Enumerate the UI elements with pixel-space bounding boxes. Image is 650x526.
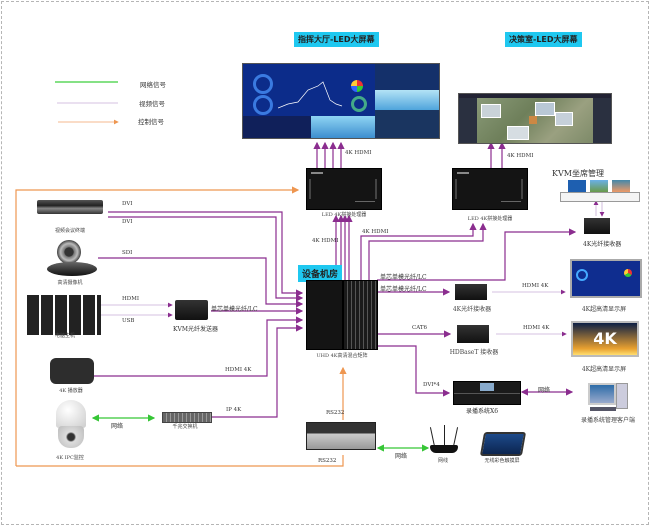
ipc-label: 4K IPC监控 — [56, 455, 84, 461]
dvi-line-1 — [108, 211, 304, 297]
recording-client-label: 录播系统管理客户端 — [580, 417, 635, 424]
hdmi-proc2-2 — [368, 222, 487, 280]
4k-fiber-receiver — [455, 284, 487, 300]
led-processor-2-label: LED 4K拼接处理器 — [467, 216, 513, 222]
pc-host — [27, 295, 101, 335]
hdbaset-receiver — [457, 325, 489, 343]
led-processor-1-label: LED 4K拼接处理器 — [321, 212, 367, 218]
hdmi-4k-out1-label: HDMI 4K — [522, 283, 549, 289]
4k-player — [50, 358, 94, 384]
kvm-fiber-transmitter — [175, 300, 208, 320]
hdmi-4k-out2-label: HDMI 4K — [523, 325, 550, 331]
hdbaset-label: HDBaseT 接收器 — [449, 349, 499, 356]
pc-host-label: 电脑主机 — [54, 333, 75, 339]
hdmi-4k-proc1-label: 4K HDMI — [312, 238, 339, 244]
command-hall-led-wall — [242, 63, 440, 139]
hdmi-proc2-1 — [360, 222, 477, 280]
sdi-line — [98, 257, 304, 308]
dvi-line-2 — [108, 216, 304, 302]
network-router-label: 网络 — [395, 453, 408, 460]
fiber-lc-tx-label: 单芯单模光纤/LC — [211, 306, 258, 313]
hd-camera-label: 高清摄像机 — [57, 280, 83, 286]
recording-system-label: 录播系统X6 — [466, 408, 499, 415]
recording-system — [453, 381, 521, 405]
hdmi-4k-proc2-label: 4K HDMI — [362, 229, 389, 235]
uhd-display-1 — [570, 259, 642, 298]
network-ipc-label: 网络 — [111, 423, 124, 430]
control-line-loop — [15, 186, 300, 466]
gigabit-switch — [162, 412, 212, 423]
video-conference-label: 视频会议终端 — [54, 228, 85, 234]
fiber-receiver-kvm-label: 4K光纤接收器 — [583, 241, 622, 248]
network-recorder-label: 网络 — [538, 387, 551, 394]
dvi-2-label: DVI — [122, 219, 133, 225]
dvi-x4-line — [377, 345, 451, 397]
kvm-seat-title: KVM坐席管理 — [552, 169, 604, 178]
hdmi-4k-top2-label: 4K HDMI — [507, 153, 534, 159]
4k-fiber-receiver-kvm — [584, 218, 610, 234]
central-controller — [306, 422, 376, 450]
touch-panel-label: 无线彩色触摸屏 — [484, 458, 520, 464]
hdmi-label: HDMI — [122, 296, 140, 302]
4k-player-label: 4K 播放器 — [59, 388, 83, 394]
4k-ipc-camera — [52, 400, 90, 450]
dvi-x4-label: DVI*4 — [423, 382, 440, 388]
hdmi-4k-player-line — [94, 316, 304, 377]
fiber-lc-2-label: 单芯单模光纤/LC — [380, 286, 427, 293]
fiber-lc-1-label: 单芯单模光纤/LC — [380, 274, 427, 281]
led-processor-1 — [306, 168, 382, 210]
decision-room-title: 决策室-LED大屏幕 — [505, 32, 582, 47]
4k-logo-icon: 4K — [593, 329, 617, 348]
decision-room-led-wall — [458, 93, 612, 144]
recording-client-pc — [588, 383, 628, 415]
hdmi-4k-player-label: HDMI 4K — [225, 367, 252, 373]
ip-4k-label: IP 4K — [226, 407, 242, 413]
gigabit-switch-label: 千兆交换机 — [172, 424, 198, 430]
ip-4k-line — [212, 324, 304, 418]
touch-panel — [479, 432, 527, 456]
control-line-bottom — [16, 455, 344, 467]
led-processor-2 — [452, 168, 528, 210]
sdi-label: SDI — [122, 250, 133, 256]
hd-camera — [47, 240, 97, 278]
fiber-receiver-label: 4K光纤接收器 — [452, 306, 492, 313]
router-label: 网线 — [437, 458, 448, 464]
fiber-lc-kvm-line — [377, 228, 577, 281]
uhd-display-2-label: 4K超高清显示屏 — [581, 366, 627, 373]
kvm-seat-desk — [560, 178, 640, 202]
uhd-matrix-right — [343, 280, 378, 350]
rs232-bottom-label: RS232 — [318, 458, 337, 464]
legend-control-label: 控制信号 — [138, 118, 164, 126]
command-hall-title: 指挥大厅-LED大屏幕 — [294, 32, 379, 47]
legend-network-label: 网络信号 — [140, 81, 166, 89]
uhd-matrix-label: UHD 4K高清混合矩阵 — [316, 353, 368, 359]
hdmi-4k-top1-label: 4K HDMI — [345, 150, 372, 156]
usb-label: USB — [122, 318, 135, 324]
legend-video-label: 视频信号 — [139, 100, 165, 108]
uhd-display-2: 4K — [571, 321, 639, 357]
cat6-label: CAT6 — [412, 325, 428, 331]
uhd-matrix-left — [306, 280, 343, 350]
rs232-top-label: RS232 — [326, 410, 345, 416]
wireless-router — [428, 425, 460, 455]
equipment-room-title: 设备机房 — [298, 265, 343, 282]
dvi-1-label: DVI — [122, 201, 133, 207]
video-conference-terminal — [37, 200, 103, 214]
kvm-transmitter-label: KVM光纤发送器 — [173, 326, 218, 333]
uhd-display-1-label: 4K超高清显示屏 — [581, 306, 627, 313]
